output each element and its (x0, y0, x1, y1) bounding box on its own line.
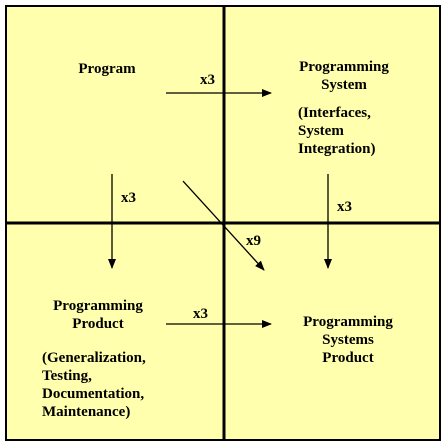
programming-product-detail-line2: Testing, (42, 368, 92, 384)
programming-system-detail-line1: (Interfaces, (298, 105, 371, 121)
multiplier-program-to-system: x3 (200, 72, 215, 88)
multiplier-system-to-systems-product: x3 (337, 199, 352, 215)
programming-product-title-line1: Programming (53, 298, 143, 314)
programming-product-detail-line4: Maintenance) (42, 404, 131, 420)
programming-systems-product-title-line2: Systems (322, 332, 374, 348)
programming-product-title-line2: Product (72, 316, 124, 332)
programming-product-detail-line3: Documentation, (42, 386, 145, 402)
programming-system-title-line1: Programming (299, 59, 389, 75)
arrow-program-to-systems-product (182, 180, 265, 271)
multiplier-program-to-systems-product: x9 (246, 233, 261, 249)
programming-systems-product-title-line3: Product (322, 350, 374, 366)
programming-systems-product-title-line1: Programming (303, 314, 393, 330)
multiplier-product-to-systems-product: x3 (193, 306, 208, 322)
program-title: Program (78, 61, 136, 77)
programming-system-detail-line2: System (298, 123, 344, 139)
programming-system-detail-line3: Integration) (298, 141, 376, 157)
multiplier-program-to-product: x3 (121, 190, 136, 206)
programming-system-title-line2: System (321, 77, 367, 93)
programming-product-detail-line1: (Generalization, (42, 350, 146, 366)
